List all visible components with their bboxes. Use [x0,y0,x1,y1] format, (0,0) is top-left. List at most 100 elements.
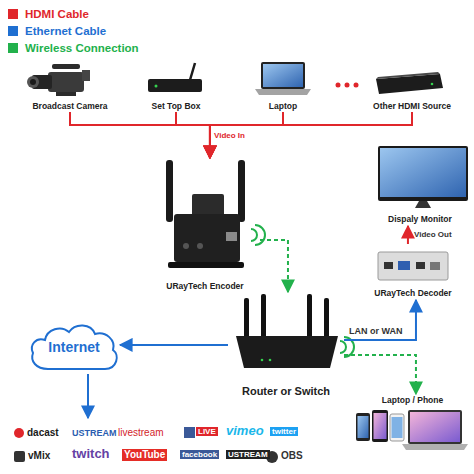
service-logo: vMix [28,450,50,462]
service-logo: facebook [180,450,219,459]
set-top-box-illustration [148,63,202,92]
node-label: URayTech Decoder [344,288,474,298]
legend-text: Ethernet Cable [25,25,106,37]
source-device: Set Top Box [135,60,217,112]
node-label: URayTech Encoder [126,281,284,291]
encoder-illustration-part [183,243,189,249]
ellipsis-dots-part [345,83,350,88]
edge-label: Video In [214,131,245,141]
source-device: Laptop [248,58,318,112]
camera-illustration-part [82,70,90,81]
mobile-devices-illustration [356,410,468,450]
media-box-illustration-part [376,72,440,79]
legend-swatch [8,43,18,53]
edge-label: LAN or WAN [349,326,403,337]
connector [120,344,228,346]
decoder-illustration-part [398,261,410,270]
connector [344,355,416,394]
set-top-box-illustration-part [148,79,202,92]
service-logo: YouTube [122,449,167,461]
service-logo: LIVE [196,427,218,436]
stream-arrow [88,374,89,418]
node-label: Internet [4,339,144,356]
camera-illustration [27,64,90,96]
laptop-illustration-part [255,89,311,95]
monitor-illustration [378,146,468,208]
encoder-illustration [166,160,265,268]
mobile-devices-illustration-part [390,414,404,441]
legend-text: Wireless Connection [25,42,139,54]
encoder-box: URayTech Encoder [150,158,260,293]
router-illustration-part [269,359,272,362]
mobile-devices-illustration-part [372,410,388,442]
encoder-illustration-part [226,232,237,241]
decoder-illustration [378,252,448,280]
encoder-illustration-part [168,262,244,268]
router-illustration-part [261,294,266,338]
router-illustration-part [307,294,312,338]
source-device: Broadcast Camera [18,60,122,112]
laptop-illustration-part [261,62,305,89]
logo-icons-part [14,451,25,462]
service-logo: USTREAM [226,450,270,459]
edge-group [70,112,416,394]
mobile-devices-illustration-part [402,444,468,450]
node-label: Other HDMI Source [334,101,474,111]
node-label: Laptop [224,101,342,111]
connector [70,112,210,158]
legend-item: Ethernet Cable [8,22,139,39]
router-illustration-part [324,298,329,340]
source-device: Other HDMI Source [358,60,466,112]
node-label: Router or Switch [204,385,368,398]
monitor-box: Dispaly Monitor [372,140,468,226]
service-logo: USTREAM [72,428,117,438]
mobile-devices-illustration-part [358,416,369,438]
router-illustration [236,294,354,368]
service-logo: vimeo [226,424,264,439]
set-top-box-illustration-part [155,85,158,88]
ellipsis-dots [336,83,359,88]
media-box-illustration [376,72,443,94]
connector [407,226,409,244]
legend-text: HDMI Cable [25,8,89,20]
node-label: Broadcast Camera [0,101,146,111]
encoder-illustration-part [251,229,257,241]
edge-label: Video Out [414,230,452,240]
camera-illustration-part [52,64,80,69]
encoder-illustration-part [238,160,245,222]
encoder-illustration-part [192,194,224,216]
internet-cloud: Internet [28,322,120,374]
ellipsis-dots-part [336,83,341,88]
legend: HDMI CableEthernet CableWireless Connect… [8,5,139,56]
node-label: Dispaly Monitor [348,214,474,224]
decoder-illustration-part [416,262,425,269]
node-label: Laptop / Phone [331,395,474,405]
monitor-illustration-part [415,201,431,208]
decoder-illustration-part [384,262,393,269]
client-devices: Laptop / Phone [355,394,470,454]
decoder-illustration-part [378,252,448,280]
legend-swatch [8,9,18,19]
legend-item: Wireless Connection [8,39,139,56]
service-logo: livestream [118,427,164,439]
mobile-devices-illustration-part [410,412,460,442]
router-illustration-part [236,336,338,368]
connector [344,300,416,340]
set-top-box-illustration-part [190,63,195,80]
mobile-devices-illustration-part [374,413,387,439]
router-illustration-part [244,298,249,340]
connector [176,112,210,158]
camera-illustration-part [27,76,39,88]
stream-arrow-part [87,374,89,418]
service-logo: dacast [27,427,59,439]
encoder-illustration-part [197,243,203,249]
decoder-box: URayTech Decoder [368,244,458,300]
legend-swatch [8,26,18,36]
laptop-illustration [255,62,311,95]
connector [210,112,412,158]
media-box-illustration-part [431,83,434,86]
ellipsis-dots-part [354,83,359,88]
router-illustration-part [261,359,264,362]
camera-illustration-part [30,79,36,85]
service-logo: OBS [281,450,303,462]
